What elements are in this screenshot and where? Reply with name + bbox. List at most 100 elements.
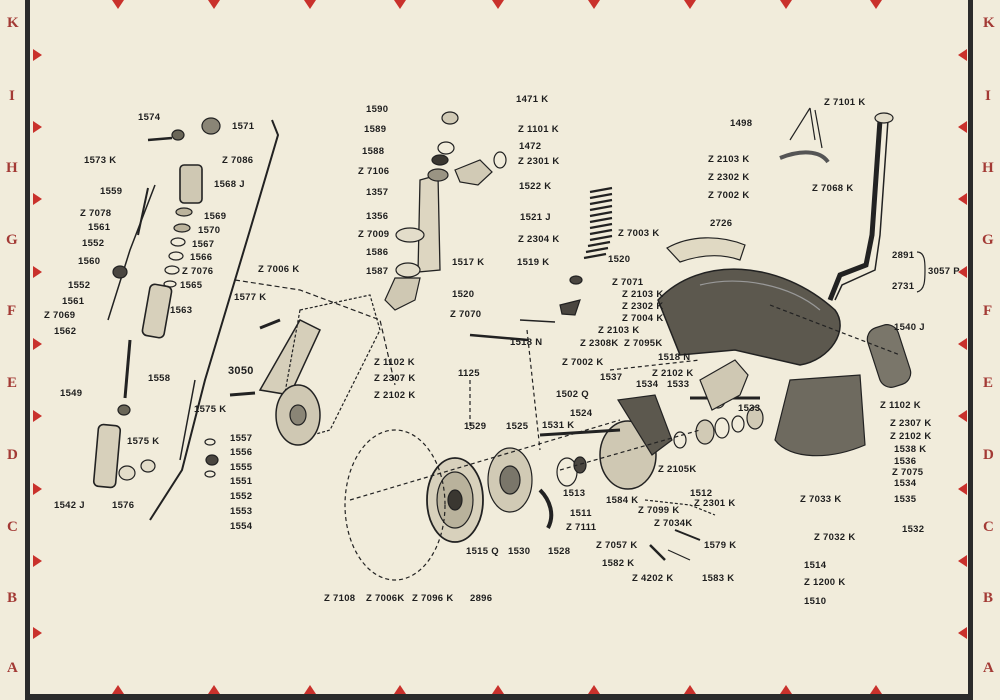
- grid-marker-top: [112, 0, 124, 9]
- guide-lines: [349, 304, 901, 501]
- part-label: 1529: [464, 421, 487, 432]
- divider-curve-small: [107, 184, 156, 321]
- part-label: Z 2105K: [658, 464, 697, 475]
- part-label: 1517 K: [452, 257, 485, 268]
- part-label: Z 2304 K: [518, 234, 560, 245]
- part-label: 1518 N: [658, 352, 691, 363]
- grid-marker-left: [33, 338, 42, 350]
- part-label: 1569: [204, 211, 227, 222]
- grid-marker-top: [588, 0, 600, 9]
- grid-letter-right: G: [982, 232, 994, 248]
- part-label: 1574: [138, 112, 161, 123]
- part-label: Z 7096 K: [412, 593, 454, 604]
- grid-letter-right: A: [983, 660, 994, 676]
- part-label: 1552: [230, 491, 253, 502]
- part-label: 1525: [506, 421, 529, 432]
- grid-marker-right: [958, 49, 967, 61]
- part-label: Z 7095K: [624, 338, 663, 349]
- grid-letter-right: K: [983, 15, 995, 31]
- grid-marker-right: [958, 627, 967, 639]
- part-label: 1561: [62, 296, 85, 307]
- part-label: Z 2301 K: [518, 156, 560, 167]
- part-label: Z 7002 K: [562, 357, 604, 368]
- part-label: 1559: [100, 186, 123, 197]
- part-label: Z 1101 K: [518, 124, 559, 135]
- bearing-stack: [673, 359, 764, 449]
- part-label: 1533: [738, 403, 761, 414]
- part-label: 1514: [804, 560, 827, 571]
- part-label: 3057 P: [928, 266, 960, 277]
- bolt-cluster: [779, 107, 830, 164]
- grid-letter-right: H: [982, 160, 994, 176]
- grid-letter-left: C: [7, 519, 18, 535]
- grid-letter-right: C: [983, 519, 994, 535]
- part-label: 1522 K: [519, 181, 552, 192]
- grid-letter-right: I: [985, 88, 991, 104]
- part-label: Z 4202 K: [632, 573, 674, 584]
- grid-marker-right: [958, 338, 967, 350]
- grid-marker-bottom: [492, 685, 504, 694]
- part-label: 1520: [608, 254, 631, 265]
- part-label: 1357: [366, 187, 389, 198]
- grid-marker-top: [492, 0, 504, 9]
- steering-knuckle: [234, 279, 396, 446]
- part-label: 1502 Q: [556, 389, 589, 400]
- part-label: 1567: [192, 239, 215, 250]
- part-label: Z 7068 K: [812, 183, 854, 194]
- part-label: 1588: [362, 146, 385, 157]
- part-label: 1518 N: [510, 337, 543, 348]
- part-label: 1471 K: [516, 94, 549, 105]
- part-label: 1571: [232, 121, 255, 132]
- part-label: Z 7086: [222, 155, 254, 166]
- part-label: 2891: [892, 250, 915, 261]
- part-label: 1587: [366, 266, 389, 277]
- brake-drum: [344, 429, 587, 581]
- part-label: 1513: [563, 488, 586, 499]
- part-label: 1125: [458, 368, 480, 379]
- sheet-frame: [25, 0, 973, 700]
- grid-marker-left: [33, 483, 42, 495]
- part-label: 1498: [730, 118, 753, 129]
- part-label: Z 1200 K: [804, 577, 846, 588]
- spring: [583, 186, 613, 260]
- backing-plate: [539, 394, 673, 490]
- part-label: 1568 J: [214, 179, 245, 190]
- part-label: 1534: [636, 379, 659, 390]
- part-label: Z 7070: [450, 309, 482, 320]
- grid-marker-top: [684, 0, 696, 9]
- part-label: 1562: [54, 326, 77, 337]
- grid-marker-left: [33, 49, 42, 61]
- grid-marker-left: [33, 627, 42, 639]
- part-label: Z 7002 K: [708, 190, 750, 201]
- part-label: Z 7034K: [654, 518, 693, 529]
- part-label: 1536: [894, 456, 917, 467]
- grid-marker-right: [958, 483, 967, 495]
- grid-letter-left: K: [7, 15, 19, 31]
- part-label: Z 7003 K: [618, 228, 660, 239]
- part-label: 1586: [366, 247, 389, 258]
- part-label: Z 7071: [612, 277, 644, 288]
- grid-marker-left: [33, 266, 42, 278]
- pivot-column: [384, 111, 459, 311]
- part-label: 1535: [894, 494, 917, 505]
- grid-letter-left: A: [7, 660, 18, 676]
- part-label: 1515 Q: [466, 546, 499, 557]
- part-label: 1566: [190, 252, 213, 263]
- grid-marker-right: [958, 121, 967, 133]
- part-label: 1589: [364, 124, 387, 135]
- grid-letter-left: H: [6, 160, 18, 176]
- part-label: 1557: [230, 433, 253, 444]
- drive-shaft: [827, 112, 894, 301]
- grid-marker-bottom: [588, 685, 600, 694]
- part-label: 1575 K: [194, 404, 227, 415]
- grid-marker-right: [958, 193, 967, 205]
- part-label: Z 7099 K: [638, 505, 680, 516]
- part-label: 1563: [170, 305, 193, 316]
- hardware-bottom: [644, 499, 716, 561]
- damper-assembly: [92, 117, 221, 489]
- grid-letter-left: I: [9, 88, 15, 104]
- part-label: 1553: [230, 506, 253, 517]
- part-label: 1561: [88, 222, 111, 233]
- part-label: 1549: [60, 388, 83, 399]
